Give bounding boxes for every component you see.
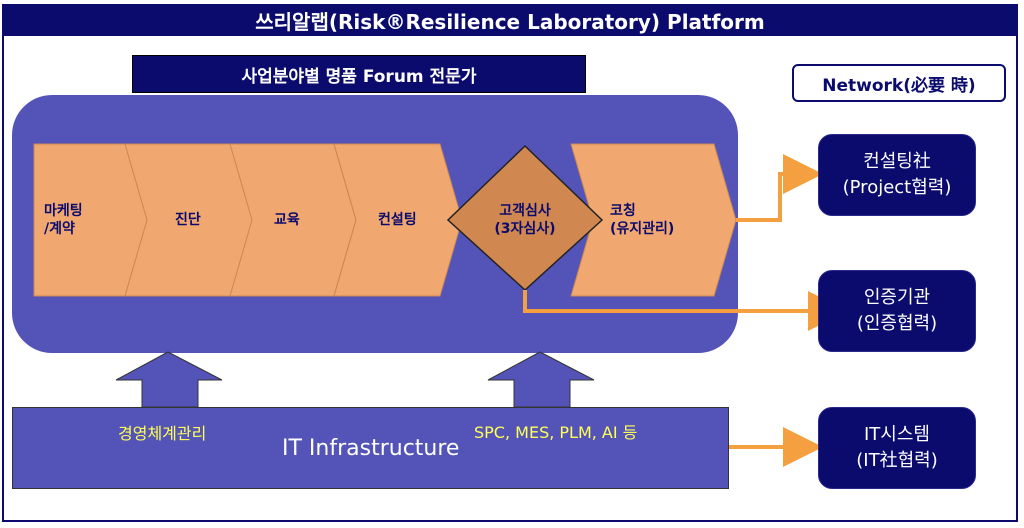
step-education: 교육 xyxy=(274,212,300,228)
partner-it-system: IT시스템 (IT社협력) xyxy=(818,407,976,489)
it-infrastructure-bar xyxy=(12,407,729,489)
network-label: Network(必要 時) xyxy=(792,64,1006,102)
step-consulting: 컨설팅 xyxy=(378,212,417,228)
forum-banner: 사업분야별 명품 Forum 전문가 xyxy=(132,55,586,93)
it-systems-list: SPC, MES, PLM, AI 등 xyxy=(474,423,638,442)
step-marketing: 마케팅 /계약 xyxy=(44,203,83,237)
step-customer-audit: 고객심사 (3자심사) xyxy=(494,203,556,237)
arrow-to-certification xyxy=(523,290,848,331)
chevron-consulting xyxy=(333,143,463,297)
up-arrow-left xyxy=(115,351,223,408)
step-diagnosis: 진단 xyxy=(175,212,201,228)
management-system-label: 경영체계관리 xyxy=(118,424,207,443)
platform-title: 쓰리알랩(Risk®Resilience Laboratory) Platfor… xyxy=(2,4,1018,36)
arrow-to-consulting-firm xyxy=(736,154,823,222)
up-arrow-right xyxy=(487,351,595,408)
step-coaching: 코칭 (유지관리) xyxy=(610,203,675,237)
partner-consulting-firm: 컨설팅社 (Project협력) xyxy=(818,134,976,216)
it-infrastructure-label: IT Infrastructure xyxy=(282,436,460,461)
partner-certification-body: 인증기관 (인증협력) xyxy=(818,270,976,352)
